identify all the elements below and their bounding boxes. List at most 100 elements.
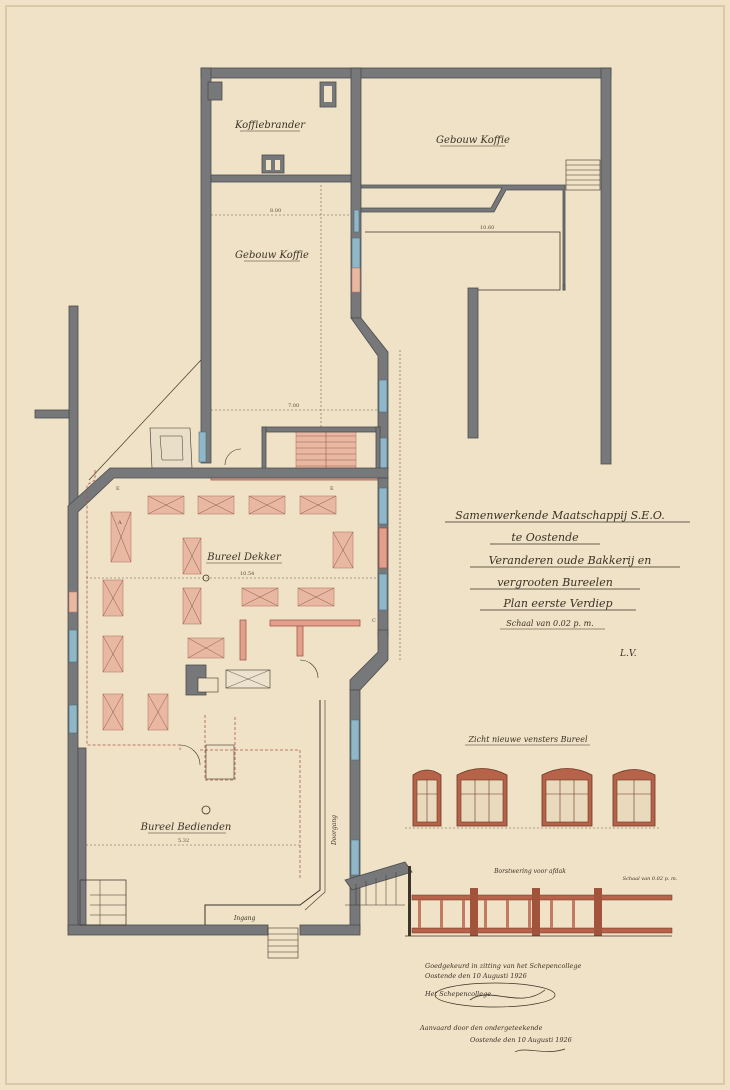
bottom-rail [411, 927, 673, 934]
post-3 [594, 888, 602, 936]
marker-E-left: E [116, 486, 120, 492]
title-block: Samenwerkende Maatschappij S.E.O. te Oos… [445, 509, 690, 659]
new-wall-outline-2 [200, 749, 301, 880]
window-elevation-4 [612, 769, 656, 827]
desk [197, 495, 235, 515]
door-swing-2 [299, 659, 319, 679]
chimney-mid-flue [324, 86, 332, 102]
desk [102, 579, 124, 617]
desk [241, 587, 279, 607]
cabinets [185, 664, 271, 696]
bureel-left-wall [77, 747, 87, 931]
room-label-doorgang: Doorgang [331, 815, 338, 846]
approval-block: Goedgekeurd in zitting van het Schepenco… [424, 962, 582, 1008]
section-scale: Schaal van 0.02 p. m. [623, 876, 678, 882]
desk [147, 495, 185, 515]
marker-E-right: E [330, 486, 334, 492]
post-1 [470, 888, 478, 936]
stair-wall-left [261, 426, 267, 473]
desk [187, 637, 225, 659]
door-swing-3 [224, 448, 242, 466]
desk [102, 693, 124, 731]
elevation-caption: Zicht nieuwe vensters Bureel [467, 735, 587, 744]
window-doorgang-1 [350, 719, 360, 761]
doorgang-outline-2 [304, 700, 326, 911]
desk [110, 511, 132, 563]
title-scale: Schaal van 0.02 p. m. [506, 619, 593, 628]
stair-exterior-right [344, 861, 413, 906]
desks [102, 495, 354, 731]
approval-line-1: Goedgekeurd in zitting van het Schepenco… [425, 962, 582, 970]
desk [147, 693, 169, 731]
window-right-3 [378, 573, 388, 611]
window-elevation-2 [456, 768, 508, 827]
annotation-line-1: Aanvaard door den ondergeteekende [419, 1024, 543, 1032]
window-right-2 [378, 527, 388, 569]
annotation-line-2: Oostende den 10 Augusti 1926 [470, 1036, 572, 1044]
office-block: 10.54 5.32 A E E C [34, 305, 413, 959]
section-caption: Borstwering voor afdak [493, 868, 566, 875]
desk [297, 587, 335, 607]
approval-line-3: Het Schepencollege [424, 990, 491, 998]
marker-C: C [372, 618, 376, 624]
window-angled-1 [378, 379, 388, 413]
partition-red-left [239, 619, 247, 661]
dim-label-2: 7.00 [288, 403, 299, 409]
desk [248, 495, 286, 515]
oven-flue-1 [266, 160, 271, 170]
oven-block [261, 154, 285, 174]
room-label-gebouw-koffie-right: Gebouw Koffie [436, 135, 510, 146]
window-stair [198, 431, 207, 463]
desk-label: A [117, 520, 122, 526]
left-top-wall [200, 67, 212, 464]
stair-wall-top [261, 426, 381, 433]
partition-red-top [269, 619, 361, 627]
vault [205, 744, 235, 780]
section-wall [408, 866, 411, 936]
skylight-inner [159, 435, 184, 461]
window-mid-top [353, 209, 360, 233]
desk [102, 635, 124, 673]
window-elevation-3 [541, 768, 593, 827]
post-2 [532, 888, 540, 936]
signature-stroke [469, 989, 546, 1001]
window-right-1 [378, 487, 388, 525]
doorgang-outline [204, 700, 321, 925]
oven-flue-2 [275, 160, 280, 170]
window-elevation: Zicht nieuwe vensters Bureel [405, 735, 660, 829]
stair-bottom-left [79, 879, 127, 926]
title-line-3: Veranderen oude Bakkerij en [489, 554, 652, 567]
window-left-0 [68, 591, 78, 613]
dim-label-3: 10.60 [480, 225, 494, 231]
terrace-stub [562, 284, 566, 291]
partition-red-right [296, 625, 304, 657]
diagonal-roof-line [88, 359, 202, 481]
dim-office-label: 10.54 [240, 571, 254, 577]
annotation-signature [514, 1048, 566, 1053]
window-mid-1 [351, 237, 361, 269]
room-label-ingang: Ingang [233, 915, 256, 922]
stair-wall-right [375, 426, 381, 473]
signature-initials: L.V. [619, 649, 637, 659]
door-swing-1 [179, 744, 201, 766]
window-mid-2-frame [351, 267, 361, 293]
desk [182, 537, 202, 575]
terrace-pier [467, 287, 479, 439]
bottom-wall [67, 924, 269, 936]
right-outer-wall [600, 67, 612, 465]
balustrade-section: Borstwering voor afdak Schaal van 0.02 p… [405, 866, 678, 937]
paper-edge [5, 5, 725, 1085]
left-stub-wall [34, 409, 70, 419]
dim-bureel-label: 5.32 [178, 838, 189, 844]
window-doorgang-2 [350, 839, 360, 876]
room-label-koffiebrander: Koffiebrander [234, 120, 306, 131]
column-marker [201, 805, 211, 815]
window-left-2 [68, 704, 78, 734]
room-label-gebouw-koffie-mid: Gebouw Koffie [235, 250, 309, 261]
title-line-1: Samenwerkende Maatschappij S.E.O. [455, 509, 664, 522]
dim-label-1: 8.00 [270, 208, 281, 214]
desk [332, 531, 354, 569]
approval-line-2: Oostende den 10 Augusti 1926 [425, 972, 527, 980]
bottom-wall-right [299, 924, 361, 936]
